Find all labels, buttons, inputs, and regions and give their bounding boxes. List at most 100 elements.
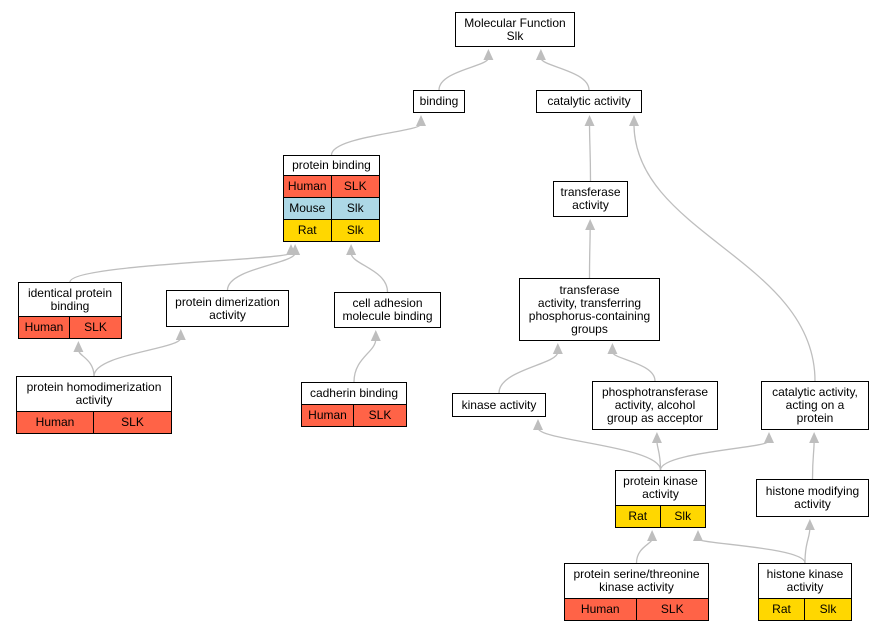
edge-kinase-activity-to-transferase-phosphorus bbox=[498, 351, 559, 394]
go-term-label: Molecular Function Slk bbox=[464, 15, 566, 43]
go-term-catalytic-acting-on-protein: catalytic activity, acting on a protein bbox=[761, 381, 869, 430]
species-cell: Rat bbox=[616, 506, 661, 527]
go-term-label: protein binding bbox=[292, 158, 371, 172]
arrowhead bbox=[607, 343, 618, 354]
edge-cell-adhesion-molecule-binding-to-protein-binding bbox=[350, 252, 389, 293]
arrowhead bbox=[73, 341, 84, 352]
go-term-label: phosphotransferase activity, alcohol gro… bbox=[601, 385, 709, 425]
annotation-row: Rat Slk bbox=[616, 505, 705, 527]
edge-identical-protein-binding-to-protein-binding bbox=[69, 252, 292, 283]
go-term-protein-ser-thr-kinase: protein serine/threonine kinase activity… bbox=[564, 563, 709, 621]
arrowhead bbox=[346, 244, 357, 255]
go-term-kinase-activity: kinase activity bbox=[452, 393, 546, 417]
go-term-binding: binding bbox=[413, 90, 465, 113]
annotation-row: Human SLK bbox=[565, 598, 708, 620]
go-term-label: kinase activity bbox=[461, 397, 537, 412]
annotation-row: Human SLK bbox=[19, 316, 121, 338]
edge-protein-homodimerization-activity-to-protein-dimerization-activity bbox=[93, 337, 182, 377]
go-term-histone-modifying-activity: histone modifying activity bbox=[756, 479, 869, 517]
arrowhead bbox=[416, 115, 426, 126]
species-cell: Rat bbox=[759, 599, 805, 620]
gene-cell: SLK bbox=[660, 602, 684, 616]
go-term-label: cell adhesion molecule binding bbox=[342, 296, 433, 323]
go-term-label: histone kinase activity bbox=[766, 567, 844, 594]
annotation-row: Human SLK bbox=[17, 411, 171, 433]
species-cell: Human bbox=[17, 412, 94, 433]
go-term-phosphotransferase-alcohol: phosphotransferase activity, alcohol gro… bbox=[592, 381, 718, 430]
gene-cell: Slk bbox=[819, 602, 837, 616]
annotation-row: Mouse Slk bbox=[284, 197, 379, 219]
go-term-molecular-function: Molecular Function Slk bbox=[455, 12, 575, 47]
edge-cadherin-binding-to-cell-adhesion-molecule-binding bbox=[353, 338, 377, 383]
gene-cell: SLK bbox=[121, 415, 144, 429]
arrowhead bbox=[693, 530, 703, 541]
arrowhead bbox=[584, 115, 595, 126]
go-term-label: transferase activity, transferring phosp… bbox=[528, 282, 651, 336]
arrowhead bbox=[647, 530, 658, 541]
species-cell: Human bbox=[284, 176, 332, 197]
edge-histone-modifying-activity-to-catalytic-acting-on-protein bbox=[811, 440, 815, 480]
go-term-label: catalytic activity bbox=[547, 94, 631, 108]
edge-transferase-phosphorus-to-transferase-activity bbox=[588, 227, 591, 279]
go-term-label: catalytic activity, acting on a protein bbox=[772, 385, 858, 425]
species-cell: Mouse bbox=[284, 198, 332, 219]
annotation-row: Human SLK bbox=[302, 404, 406, 426]
gene-cell: SLK bbox=[368, 408, 392, 422]
edge-protein-binding-to-binding bbox=[330, 123, 422, 156]
go-term-label: histone modifying activity bbox=[765, 484, 860, 511]
arrowhead bbox=[175, 329, 186, 340]
edge-protein-homodimerization-activity-to-identical-protein-binding bbox=[77, 349, 95, 377]
go-term-label: cadherin binding bbox=[309, 386, 399, 400]
arrowhead bbox=[764, 432, 774, 443]
go-term-cell-adhesion-molecule-binding: cell adhesion molecule binding bbox=[334, 292, 441, 328]
go-term-label: protein kinase activity bbox=[623, 474, 698, 501]
arrowhead bbox=[290, 244, 301, 255]
edge-protein-ser-thr-kinase-to-protein-kinase-activity bbox=[635, 538, 653, 564]
edge-protein-kinase-activity-to-kinase-activity bbox=[537, 427, 662, 471]
edge-transferase-activity-to-catalytic-activity bbox=[588, 123, 592, 182]
gene-cell: SLK bbox=[343, 179, 367, 193]
go-term-label: identical protein binding bbox=[27, 285, 113, 313]
gene-cell: Slk bbox=[674, 509, 692, 523]
arrowhead bbox=[585, 219, 596, 230]
edge-binding-to-molecular-function bbox=[438, 57, 490, 91]
go-term-label: transferase activity bbox=[560, 185, 621, 212]
edge-phosphotransferase-alcohol-to-transferase-phosphorus bbox=[611, 351, 656, 382]
go-term-transferase-phosphorus: transferase activity, transferring phosp… bbox=[519, 278, 660, 341]
arrowhead bbox=[535, 49, 546, 60]
go-term-label: protein dimerization activity bbox=[175, 294, 280, 322]
gene-cell: SLK bbox=[84, 320, 107, 334]
species-cell: Human bbox=[302, 405, 354, 426]
gene-cell: Slk bbox=[346, 201, 364, 215]
species-cell: Rat bbox=[284, 220, 332, 241]
go-term-protein-dimerization-activity: protein dimerization activity bbox=[166, 290, 289, 327]
go-term-catalytic-activity: catalytic activity bbox=[536, 90, 642, 113]
edge-protein-kinase-activity-to-catalytic-acting-on-protein bbox=[659, 440, 770, 471]
arrowhead bbox=[533, 419, 543, 430]
species-cell: Human bbox=[565, 599, 637, 620]
go-term-label: protein serine/threonine kinase activity bbox=[573, 567, 700, 594]
edge-catalytic-activity-to-molecular-function bbox=[540, 57, 590, 91]
species-cell: Human bbox=[19, 317, 70, 338]
arrowhead bbox=[651, 432, 662, 443]
arrowhead bbox=[552, 343, 563, 354]
edge-histone-kinase-activity-to-protein-kinase-activity bbox=[697, 538, 806, 564]
arrowhead bbox=[483, 49, 494, 60]
edge-protein-dimerization-activity-to-protein-binding bbox=[226, 252, 296, 291]
edge-histone-kinase-activity-to-histone-modifying-activity bbox=[804, 527, 811, 564]
go-term-label: binding bbox=[419, 94, 459, 108]
go-term-transferase-activity: transferase activity bbox=[553, 181, 628, 217]
arrowhead bbox=[804, 519, 815, 530]
annotation-row: Human SLK bbox=[284, 175, 379, 197]
go-term-label: protein homodimerization activity bbox=[26, 380, 162, 407]
annotation-row: Rat Slk bbox=[759, 598, 851, 620]
edge-catalytic-acting-on-protein-to-catalytic-activity bbox=[633, 123, 816, 382]
